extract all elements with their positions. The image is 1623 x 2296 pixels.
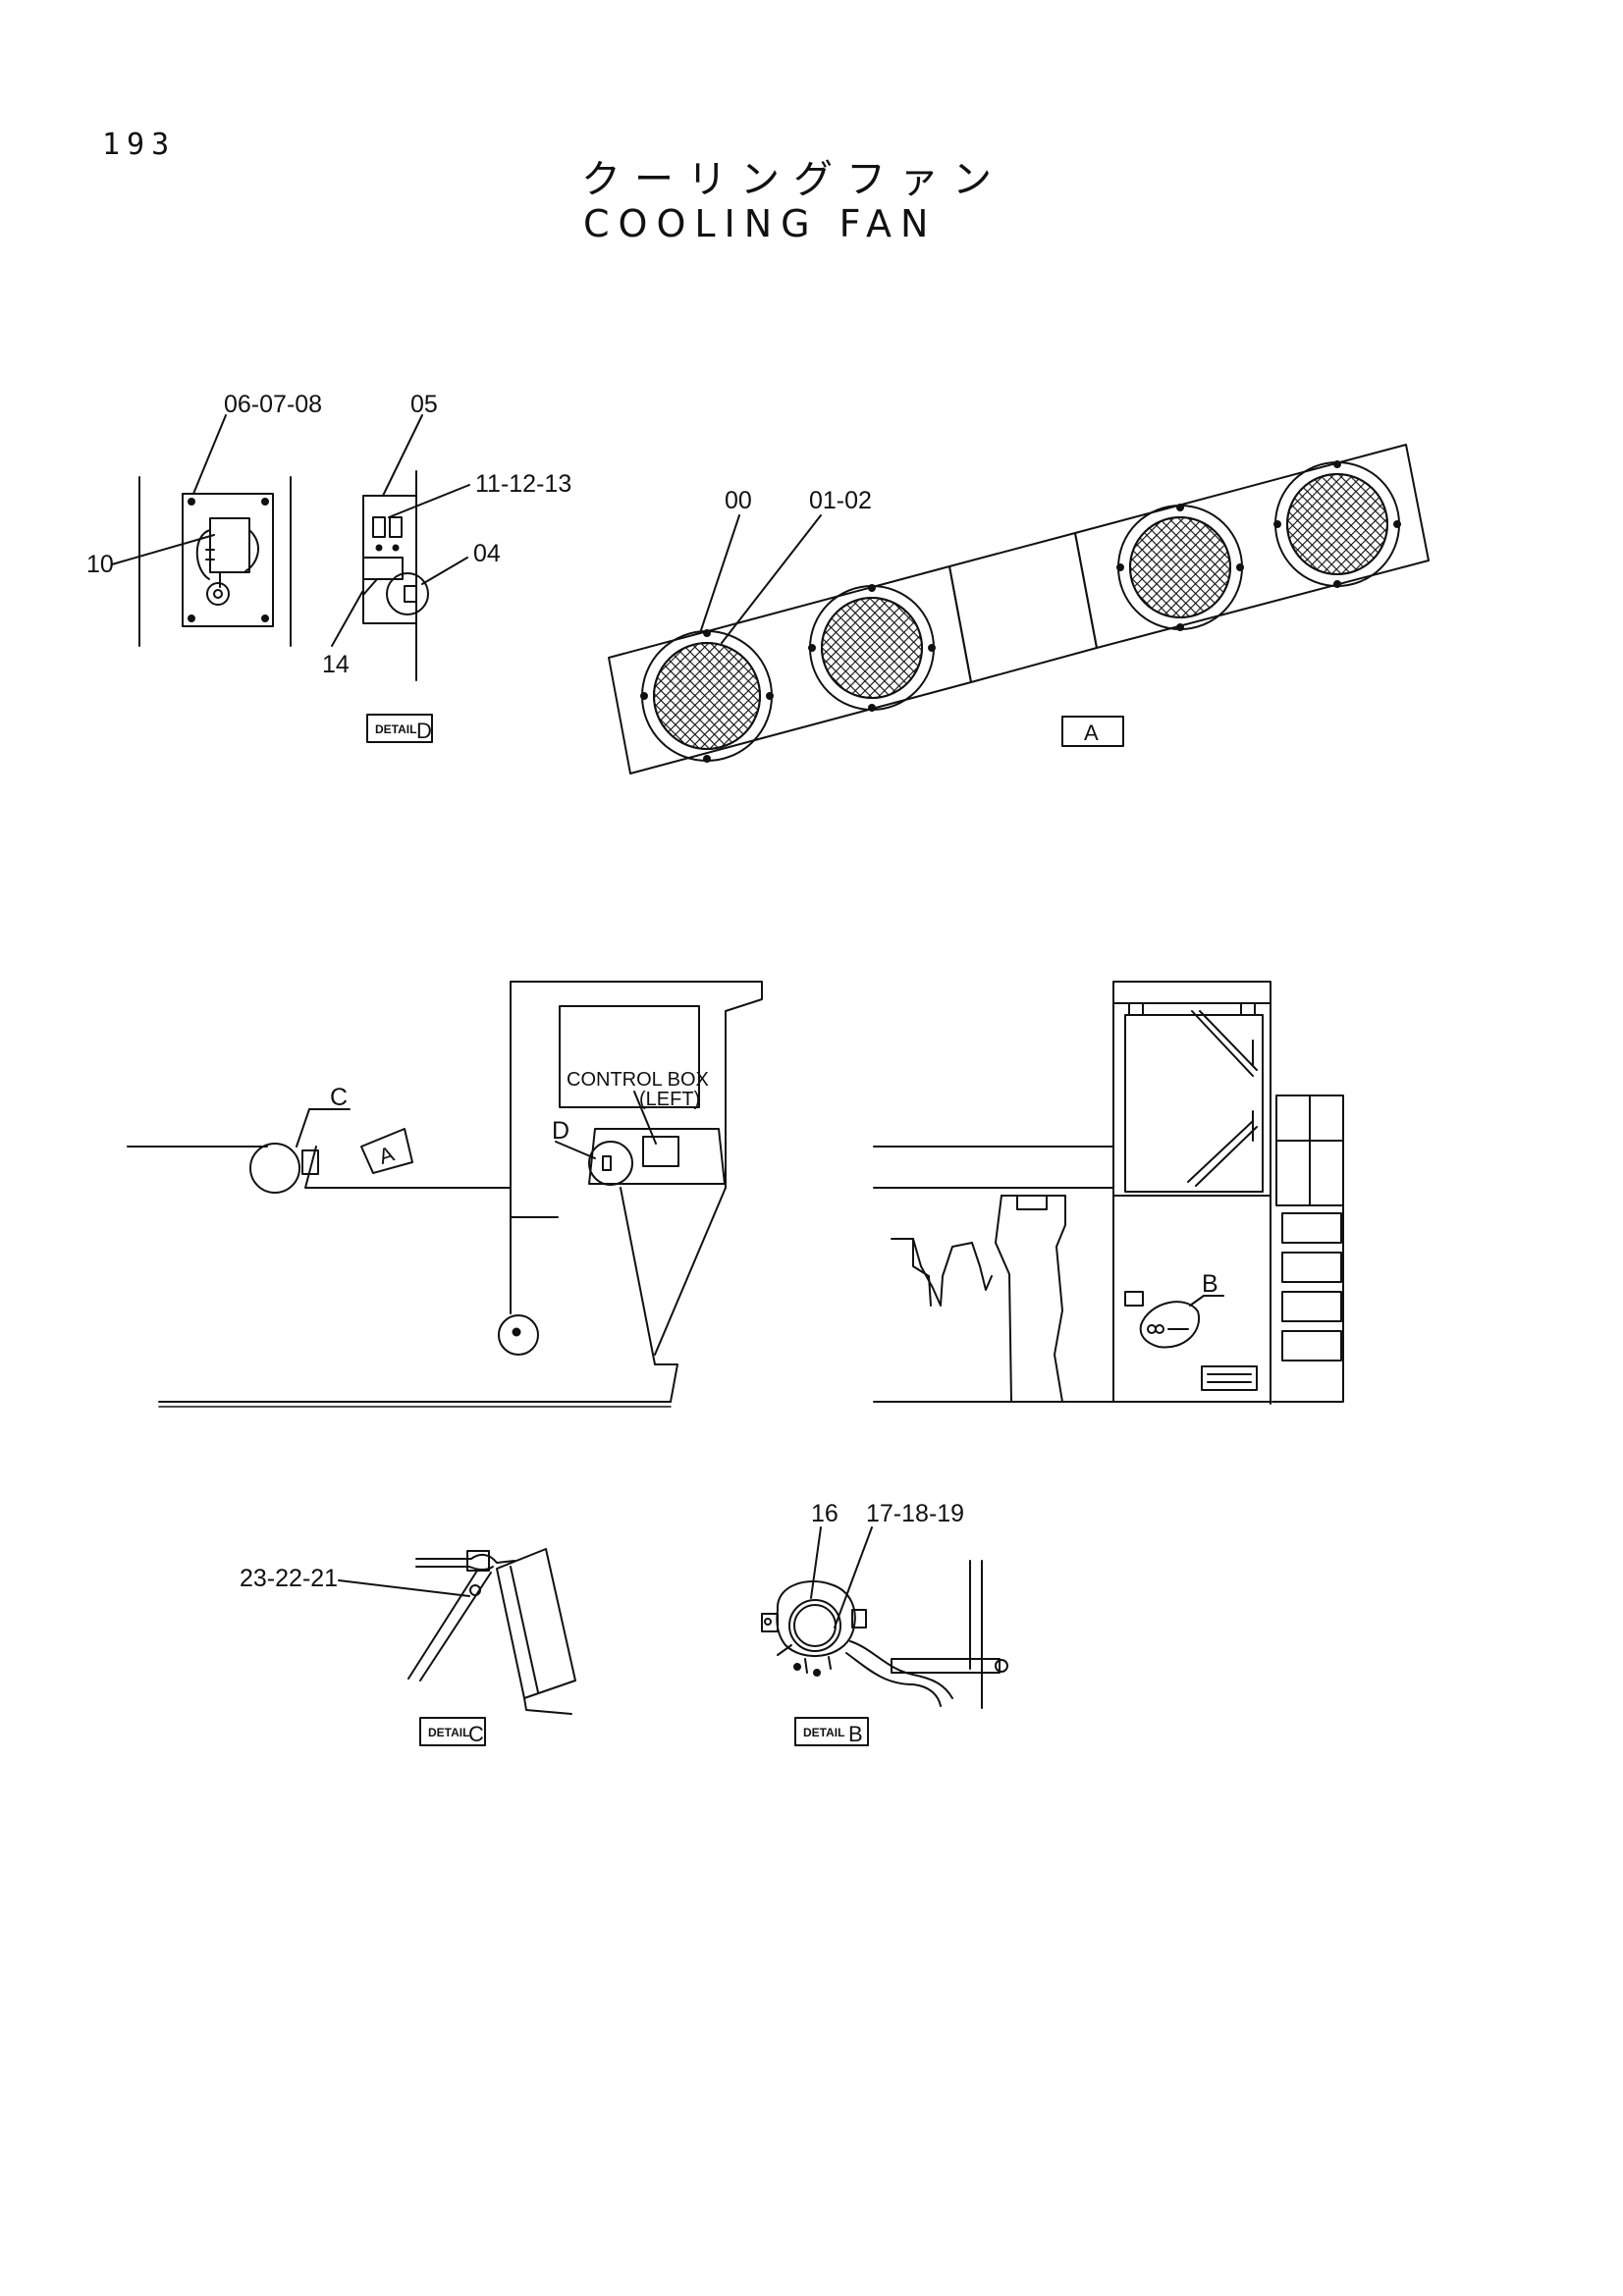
- detail-d-marker: [588, 1141, 633, 1186]
- cable-grommet: [206, 582, 230, 606]
- control-box-left: [588, 1128, 726, 1185]
- fan-grille-4: [1273, 460, 1401, 588]
- callout-d: D: [552, 1117, 569, 1145]
- title-english: COOLING FAN: [583, 202, 938, 245]
- view-a-tag-letter: A: [1084, 721, 1099, 745]
- view-a-arrow-letter: A: [376, 1141, 398, 1168]
- detail-c-group: 23-22-21 DETAIL C: [240, 1548, 576, 1746]
- detail-b-group: 16 17-18-19 DETAIL B: [761, 1500, 1008, 1746]
- relay-unit: [209, 517, 250, 573]
- detail-b-tag-word: DETAIL: [803, 1726, 844, 1739]
- callout-00: 00: [725, 487, 752, 514]
- fan-grille-3: [1116, 504, 1244, 631]
- fan-grille-2: [808, 584, 936, 712]
- callout-14: 14: [322, 651, 350, 678]
- callout-10: 10: [86, 551, 114, 578]
- control-box-label: CONTROL BOX: [567, 1069, 709, 1091]
- page-number: 193: [102, 128, 177, 162]
- detail-b-tag: [794, 1717, 869, 1746]
- fan-switch-housing: [776, 1580, 856, 1658]
- cab-front-window: [1124, 1014, 1264, 1193]
- callout-11-12-13: 11-12-13: [475, 470, 571, 498]
- detail-c-tag-word: DETAIL: [428, 1726, 469, 1739]
- front-vent: [1201, 1365, 1258, 1391]
- callout-01-02: 01-02: [809, 487, 872, 514]
- fan-relay: [362, 557, 404, 580]
- cab-window: [559, 1005, 700, 1108]
- detail-c-marker: [249, 1143, 300, 1194]
- callout-04: 04: [473, 540, 501, 567]
- side-view-group: C A CONTROL BOX (LEFT) D: [127, 981, 763, 1408]
- callout-16: 16: [811, 1500, 839, 1527]
- detail-d-group: 06-07-08 05 11-12-13 10 04 14 DETAIL D: [86, 391, 571, 743]
- fan-panel-center: [948, 532, 1098, 683]
- fan-panel-right: [1074, 444, 1430, 649]
- detail-c-tag-letter: C: [468, 1722, 484, 1746]
- view-a-arrow: [360, 1128, 413, 1174]
- callout-b: B: [1202, 1270, 1218, 1298]
- title-japanese: クーリングファン: [581, 157, 1005, 202]
- detail-d-tag: [366, 714, 433, 743]
- callout-23-22-21: 23-22-21: [240, 1565, 338, 1592]
- detail-b-marker: [1139, 1301, 1201, 1349]
- detail-b-tag-letter: B: [848, 1722, 863, 1746]
- cable-clamp: [498, 1314, 539, 1356]
- fan-motor-bracket: [496, 1548, 576, 1699]
- detail-d-tag-word: DETAIL: [375, 722, 416, 736]
- callout-05: 05: [410, 391, 438, 418]
- detail-d-tag-letter: D: [416, 719, 432, 743]
- control-box-side-label: (LEFT): [639, 1089, 700, 1110]
- front-view-group: B: [873, 981, 1344, 1405]
- callout-17-18-19: 17-18-19: [866, 1500, 964, 1527]
- view-a-group: 00 01-02 A: [608, 444, 1430, 774]
- mounting-bar: [891, 1658, 1001, 1674]
- callout-06-07-08: 06-07-08: [224, 391, 322, 418]
- fan-grille-1: [640, 629, 774, 763]
- detail-c-tag: [419, 1717, 486, 1746]
- control-box-panel: [182, 493, 274, 627]
- view-a-tag: [1061, 716, 1124, 747]
- callout-c: C: [330, 1084, 348, 1111]
